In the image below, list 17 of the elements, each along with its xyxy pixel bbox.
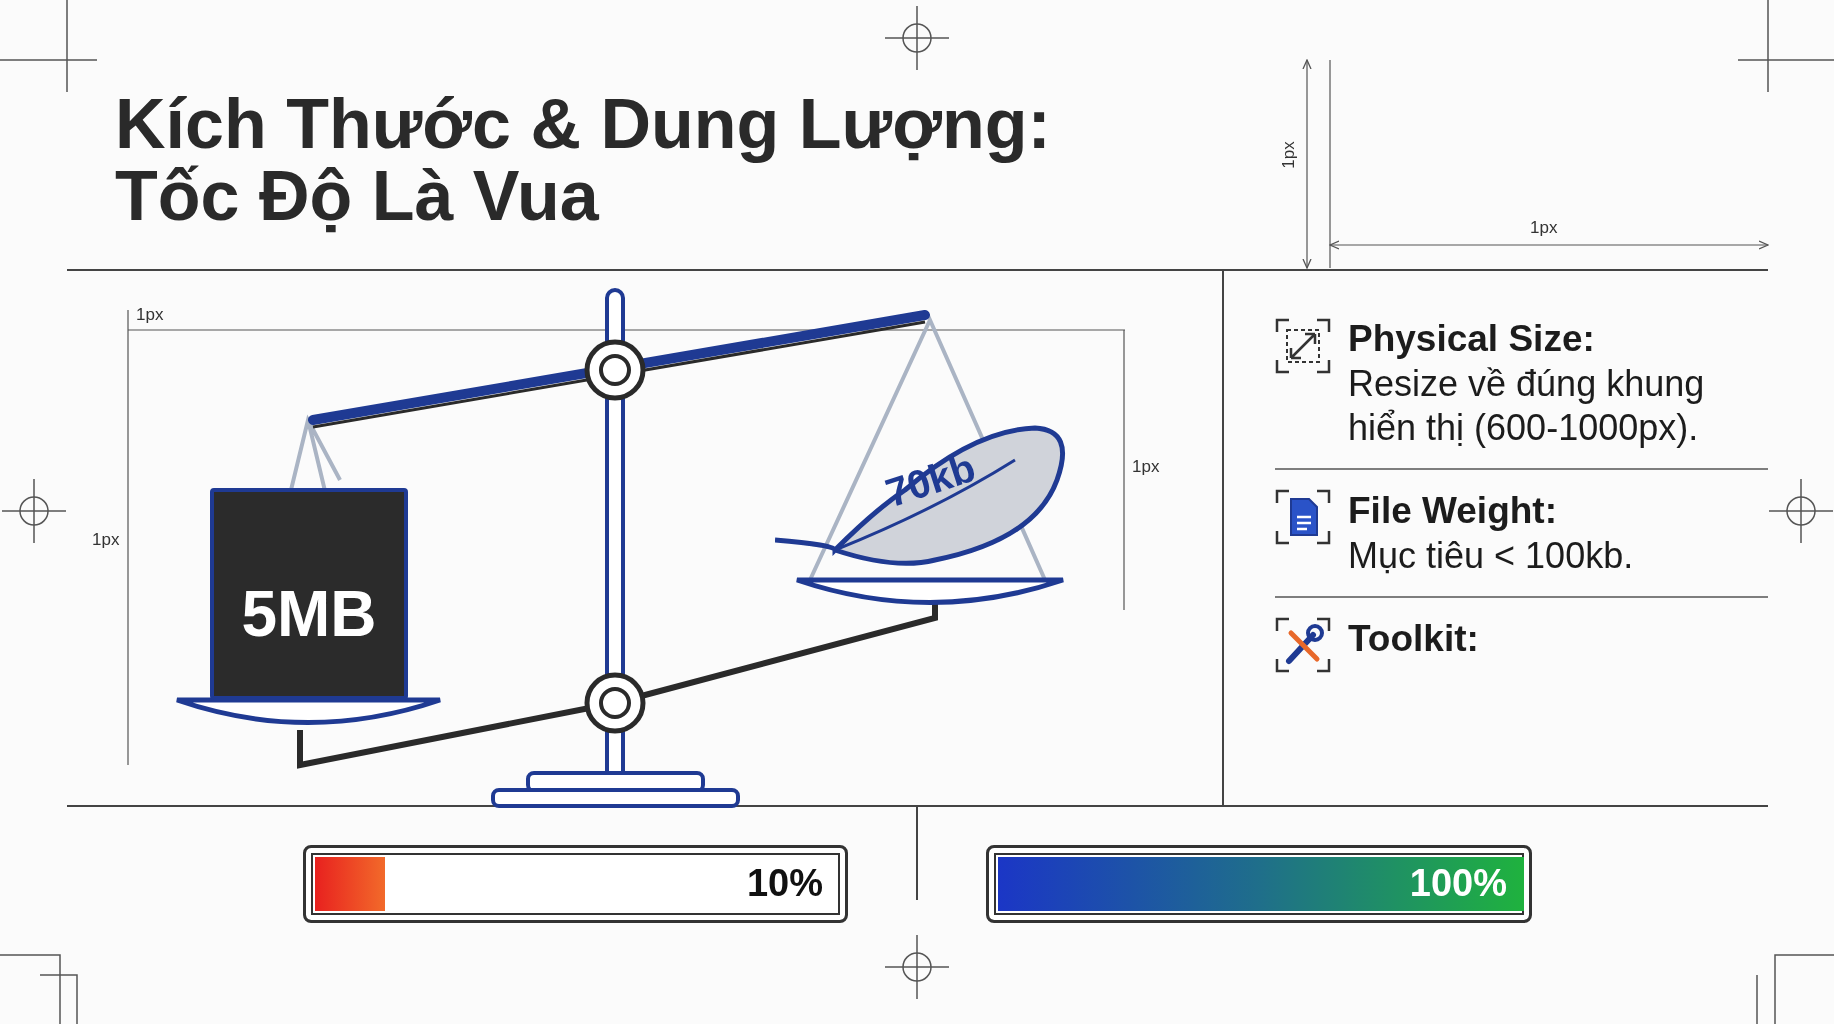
title: Kích Thước & Dung Lượng: Tốc Độ Là Vua	[115, 88, 1052, 232]
weight-label: 5MB	[241, 577, 377, 651]
section-heading: Physical Size:	[1348, 318, 1595, 360]
section-text: Mục tiêu < 100kb.	[1348, 534, 1635, 578]
section-heading: Toolkit:	[1348, 618, 1479, 660]
dimension-label: 1px	[1132, 457, 1160, 477]
section-heading: File Weight:	[1348, 490, 1557, 532]
dimension-label: 1px	[136, 305, 164, 325]
dimension-label: 1px	[92, 530, 120, 550]
progress-bar	[986, 845, 1532, 923]
percentage-label: 10%	[746, 862, 823, 905]
package-box	[210, 488, 408, 700]
section-text: Resize về đúng khung hiển thị (600-1000px).	[1348, 362, 1706, 450]
progress-bar	[303, 845, 848, 923]
percentage-label: 100%	[1409, 862, 1507, 905]
dimension-label: 1px	[1278, 141, 1299, 169]
dimension-label: 1px	[1530, 218, 1558, 238]
